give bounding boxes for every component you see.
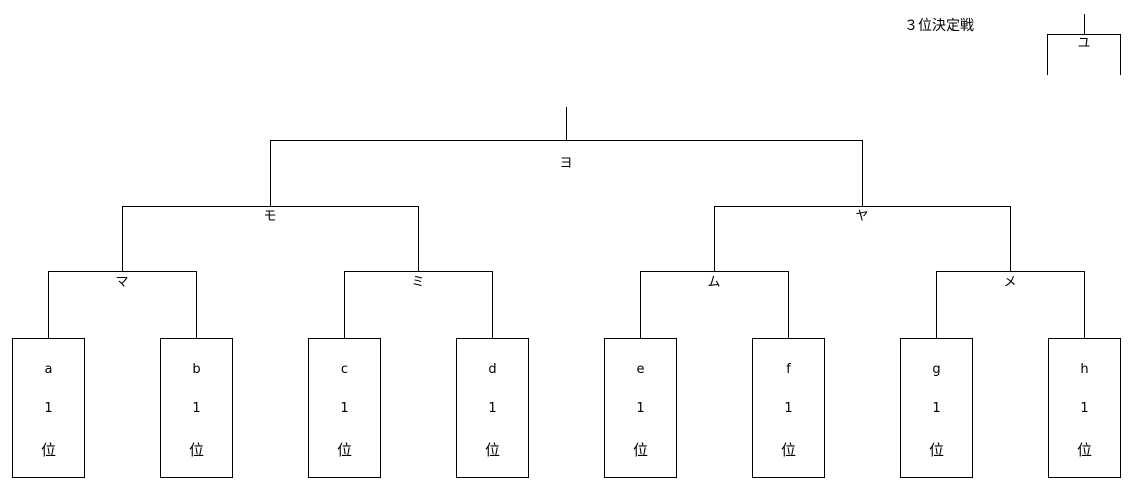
semifinal-right-bar: [714, 206, 1011, 207]
quarterfinal-3-bar: [640, 271, 789, 272]
team-box-a: a 1 位: [12, 338, 85, 478]
quarterfinal-4-label: メ: [1003, 275, 1017, 290]
team-rank-number: 1: [340, 401, 349, 416]
semifinal-right-label: ヤ: [855, 209, 869, 224]
team-box-f: f 1 位: [752, 338, 825, 478]
team-box-b: b 1 位: [160, 338, 233, 478]
team-box-g: g 1 位: [900, 338, 973, 478]
team-rank-suffix: 位: [632, 441, 648, 459]
quarterfinal-2-label: ミ: [411, 275, 425, 290]
final-right-leg: [862, 140, 863, 206]
team-name: d: [488, 362, 497, 377]
team-box-c: c 1 位: [308, 338, 381, 478]
semifinal-left-right-leg: [418, 206, 419, 271]
team-rank-number: 1: [636, 401, 645, 416]
quarterfinal-4-left-leg: [936, 271, 937, 338]
team-rank-suffix: 位: [1076, 441, 1092, 459]
quarterfinal-3-label: ム: [707, 275, 721, 290]
team-box-e: e 1 位: [604, 338, 677, 478]
team-rank-suffix: 位: [484, 441, 500, 459]
quarterfinal-2-right-leg: [492, 271, 493, 338]
team-name: e: [636, 362, 645, 377]
final-left-leg: [270, 140, 271, 206]
quarterfinal-4-bar: [936, 271, 1085, 272]
team-name: c: [340, 362, 349, 377]
team-rank-number: 1: [932, 401, 941, 416]
team-name: g: [932, 362, 941, 377]
quarterfinal-3-right-leg: [788, 271, 789, 338]
semifinal-left-left-leg: [122, 206, 123, 271]
quarterfinal-1-bar: [48, 271, 197, 272]
semifinal-left-bar: [122, 206, 419, 207]
third-place-bar: [1047, 34, 1121, 35]
team-rank-suffix: 位: [40, 441, 56, 459]
team-box-h: h 1 位: [1048, 338, 1121, 478]
semifinal-left-label: モ: [263, 209, 277, 224]
team-rank-number: 1: [784, 401, 793, 416]
team-name: f: [786, 362, 791, 377]
third-place-left-leg: [1047, 34, 1048, 75]
team-name: a: [44, 362, 53, 377]
team-rank-number: 1: [44, 401, 53, 416]
quarterfinal-1-left-leg: [48, 271, 49, 338]
team-rank-suffix: 位: [336, 441, 352, 459]
final-bar: [270, 140, 863, 141]
quarterfinal-1-right-leg: [196, 271, 197, 338]
final-stem: [566, 107, 567, 140]
third-place-title: ３位決定戦: [904, 18, 974, 34]
semifinal-right-left-leg: [714, 206, 715, 271]
team-rank-number: 1: [488, 401, 497, 416]
third-place-right-leg: [1120, 34, 1121, 75]
team-rank-suffix: 位: [188, 441, 204, 459]
semifinal-right-right-leg: [1010, 206, 1011, 271]
third-place-match-label: ユ: [1077, 36, 1091, 51]
third-place-stem: [1084, 14, 1085, 34]
quarterfinal-2-left-leg: [344, 271, 345, 338]
quarterfinal-1-label: マ: [115, 275, 129, 290]
team-rank-suffix: 位: [928, 441, 944, 459]
team-name: b: [192, 362, 201, 377]
final-match-label: ヨ: [559, 156, 573, 171]
team-box-d: d 1 位: [456, 338, 529, 478]
team-rank-number: 1: [1080, 401, 1089, 416]
team-name: h: [1080, 362, 1089, 377]
quarterfinal-2-bar: [344, 271, 493, 272]
quarterfinal-3-left-leg: [640, 271, 641, 338]
team-rank-number: 1: [192, 401, 201, 416]
quarterfinal-4-right-leg: [1084, 271, 1085, 338]
team-rank-suffix: 位: [780, 441, 796, 459]
